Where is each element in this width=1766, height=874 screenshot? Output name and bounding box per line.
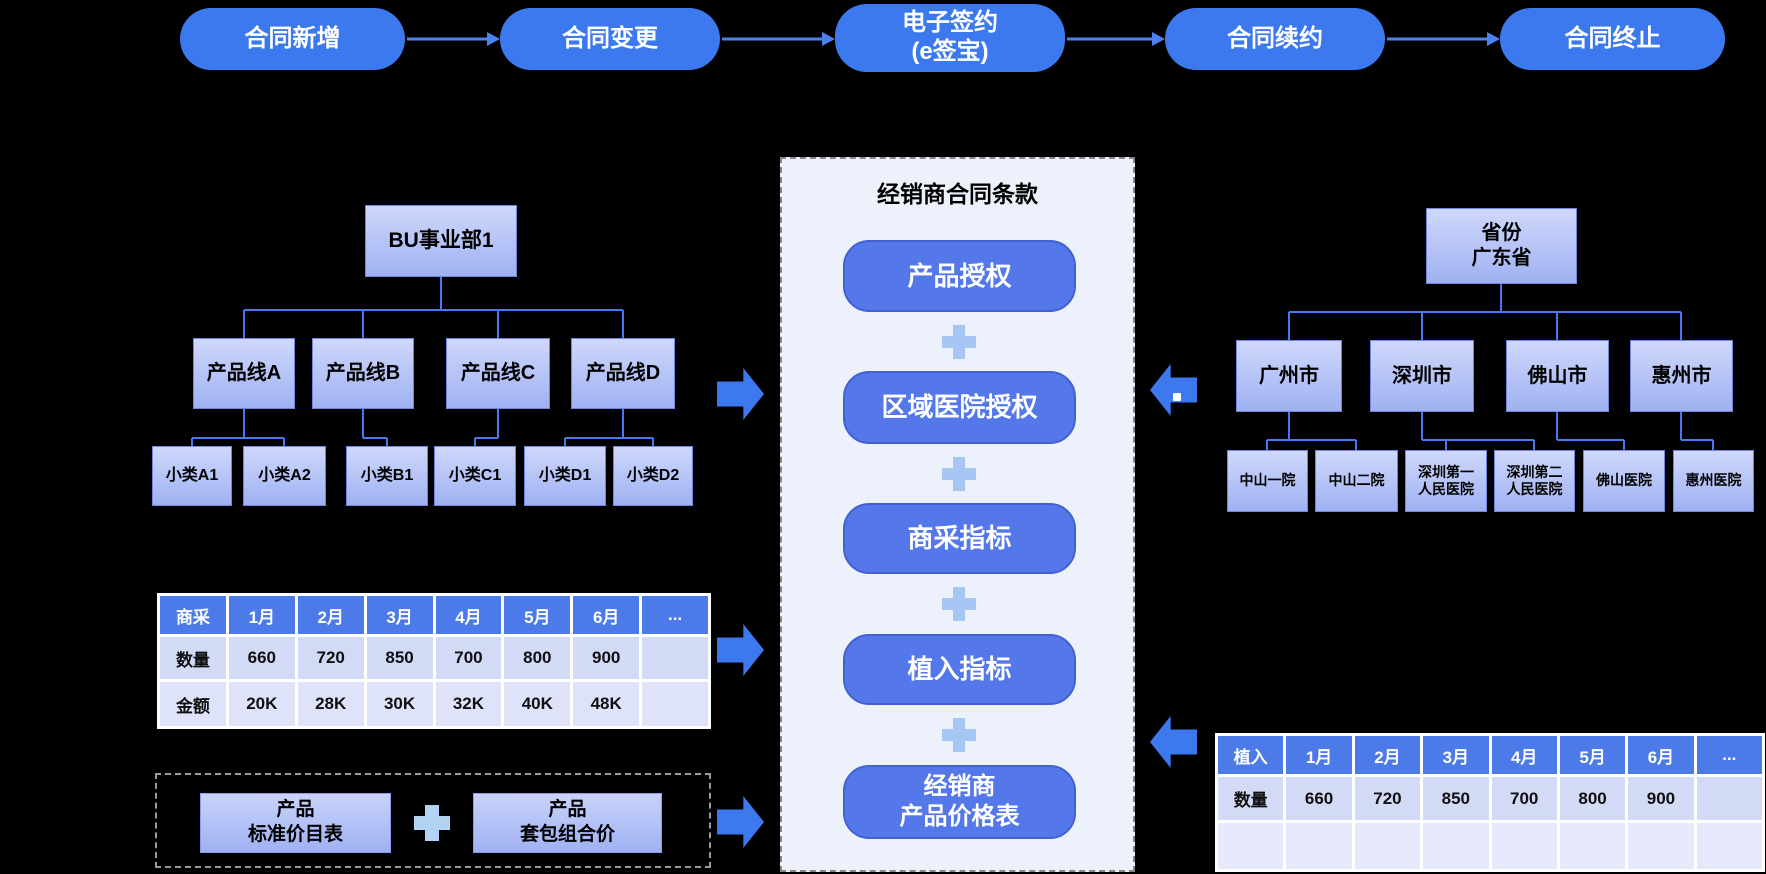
- org-product-line-c: 产品线C: [446, 338, 550, 409]
- table-cell: 850: [1423, 777, 1489, 820]
- table-cell: 40K: [504, 682, 571, 726]
- table-cell: 850: [366, 637, 433, 679]
- table-cell: 800: [1559, 777, 1626, 820]
- org-city-guangzhou: 广州市: [1236, 340, 1342, 412]
- table-header-cell: 5月: [1559, 736, 1626, 774]
- table-cell: 28K: [297, 682, 364, 726]
- table-header-cell: 植入: [1218, 736, 1284, 774]
- org-hospital-sz-second: 深圳第二 人民医院: [1494, 450, 1575, 512]
- table-header-cell: ...: [642, 596, 708, 634]
- table-cell: 900: [573, 637, 640, 679]
- plus-icon: [942, 587, 976, 621]
- org-product-line-a: 产品线A: [193, 338, 295, 409]
- table-row-label: [1218, 823, 1284, 869]
- table-header-cell: 4月: [435, 596, 502, 634]
- table-cell: 20K: [228, 682, 295, 726]
- org-subclass-d1: 小类D1: [524, 446, 606, 506]
- contract-terms-panel: 经销商合同条款 产品授权 区域医院授权 商采指标 植入指标 经销商 产品价格表: [780, 157, 1135, 872]
- flow-step-contract-change: 合同变更: [500, 8, 720, 70]
- table-header-cell: ...: [1696, 736, 1762, 774]
- term-product-authorization: 产品授权: [843, 240, 1076, 312]
- right-org-connectors: [1266, 284, 1714, 450]
- org-hospital-zhongshan2: 中山二院: [1315, 450, 1398, 512]
- org-subclass-d2: 小类D2: [613, 446, 693, 506]
- table-cell: [1559, 823, 1626, 869]
- table-cell: 48K: [573, 682, 640, 726]
- table-header-cell: 3月: [1423, 736, 1489, 774]
- table-cell: [1354, 823, 1421, 869]
- package-combo-price-box: 产品 套包组合价: [473, 793, 662, 853]
- org-subclass-b1: 小类B1: [346, 446, 428, 506]
- table-cell: [1696, 823, 1762, 869]
- table-cell: [1491, 823, 1557, 869]
- table-cell: [1628, 823, 1694, 869]
- table-row-label: 金额: [160, 682, 226, 726]
- table-cell: 32K: [435, 682, 502, 726]
- table-cell: 800: [504, 637, 571, 679]
- org-subclass-c1: 小类C1: [434, 446, 516, 506]
- table-row-label: 数量: [1218, 777, 1284, 820]
- term-procurement-target: 商采指标: [843, 503, 1076, 574]
- table-header-cell: 2月: [1354, 736, 1421, 774]
- table-cell: 720: [297, 637, 364, 679]
- org-subclass-a1: 小类A1: [152, 446, 232, 506]
- plus-icon: [942, 325, 976, 359]
- org-bu-root: BU事业部1: [365, 205, 517, 277]
- table-header-cell: 商采: [160, 596, 226, 634]
- table-cell: 720: [1354, 777, 1421, 820]
- org-subclass-a2: 小类A2: [243, 446, 326, 506]
- org-hospital-huizhou: 惠州医院: [1673, 450, 1754, 512]
- table-cell: 660: [228, 637, 295, 679]
- table-header-cell: 3月: [366, 596, 433, 634]
- org-hospital-foshan: 佛山医院: [1583, 450, 1665, 512]
- term-region-hospital-auth: 区域医院授权: [843, 371, 1076, 444]
- table-header-cell: 4月: [1491, 736, 1557, 774]
- table-cell: 700: [1491, 777, 1557, 820]
- org-province-root: 省份 广东省: [1426, 208, 1577, 284]
- org-product-line-d: 产品线D: [571, 338, 675, 409]
- table-row-label: 数量: [160, 637, 226, 679]
- flow-step-contract-renew: 合同续约: [1165, 8, 1385, 70]
- org-hospital-zhongshan1: 中山一院: [1227, 450, 1308, 512]
- table-cell: [1696, 777, 1762, 820]
- table-header-cell: 6月: [1628, 736, 1694, 774]
- implant-table: 植入 1月 2月 3月 4月 5月 6月 ... 数量 660 720 850 …: [1215, 733, 1765, 872]
- table-cell: [642, 682, 708, 726]
- table-cell: [1286, 823, 1352, 869]
- flow-step-contract-end: 合同终止: [1500, 8, 1725, 70]
- term-dealer-price-list: 经销商 产品价格表: [843, 765, 1076, 839]
- left-org-connectors: [191, 277, 654, 446]
- org-product-line-b: 产品线B: [312, 338, 414, 409]
- org-hospital-sz-first: 深圳第一 人民医院: [1405, 450, 1487, 512]
- table-header-cell: 1月: [228, 596, 295, 634]
- panel-title: 经销商合同条款: [877, 181, 1038, 207]
- table-header-cell: 1月: [1286, 736, 1352, 774]
- term-implant-target: 植入指标: [843, 634, 1076, 705]
- table-cell: [1423, 823, 1489, 869]
- arrow-dot: .: [1173, 393, 1181, 401]
- org-city-shenzhen: 深圳市: [1370, 340, 1474, 412]
- org-city-huizhou: 惠州市: [1630, 340, 1733, 412]
- flow-step-e-sign: 电子签约 (e签宝): [835, 4, 1065, 72]
- table-header-cell: 5月: [504, 596, 571, 634]
- table-cell: 700: [435, 637, 502, 679]
- flow-step-contract-new: 合同新增: [180, 8, 405, 70]
- plus-icon: [414, 805, 450, 841]
- plus-icon: [942, 457, 976, 491]
- table-cell: [642, 637, 708, 679]
- table-header-cell: 2月: [297, 596, 364, 634]
- plus-icon: [942, 718, 976, 752]
- flow-arrows: [407, 32, 1500, 46]
- org-city-foshan: 佛山市: [1506, 340, 1609, 412]
- table-cell: 900: [1628, 777, 1694, 820]
- procurement-table: 商采 1月 2月 3月 4月 5月 6月 ... 数量 660 720 850 …: [157, 593, 711, 729]
- table-cell: 660: [1286, 777, 1352, 820]
- standard-price-list-box: 产品 标准价目表: [200, 793, 391, 853]
- table-header-cell: 6月: [573, 596, 640, 634]
- price-list-group: [155, 773, 711, 868]
- table-cell: 30K: [366, 682, 433, 726]
